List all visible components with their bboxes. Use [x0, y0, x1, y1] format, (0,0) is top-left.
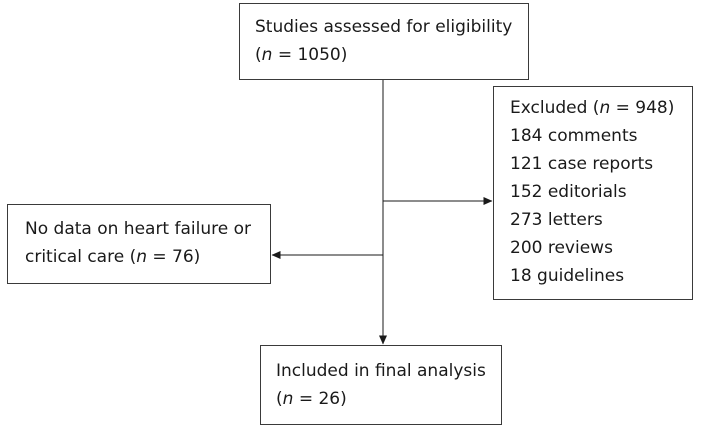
n-symbol: n: [261, 45, 273, 65]
no-data-line-1: No data on heart failure or: [25, 219, 251, 239]
included-title: Included in final analysis: [276, 361, 486, 381]
excluded-item: 184 comments: [510, 126, 638, 146]
assessed-box: Studies assessed for eligibility (n = 10…: [239, 3, 529, 80]
included-box: Included in final analysis (n = 26): [260, 345, 502, 425]
excluded-item: 200 reviews: [510, 238, 613, 258]
assessed-count: (n = 1050): [255, 45, 348, 65]
n-symbol: n: [599, 98, 611, 118]
n-symbol: n: [136, 247, 147, 267]
excluded-item: 152 editorials: [510, 182, 627, 202]
excluded-item: 18 guidelines: [510, 266, 625, 286]
excluded-item: 273 letters: [510, 210, 603, 230]
excluded-box: Excluded (n = 948) 184 comments 121 case…: [493, 86, 693, 300]
n-symbol: n: [282, 389, 294, 409]
no-data-box: No data on heart failure or critical car…: [7, 204, 271, 284]
included-count: (n = 26): [276, 389, 347, 409]
excluded-item: 121 case reports: [510, 154, 654, 174]
no-data-line-2: critical care (n = 76): [25, 247, 201, 267]
excluded-title: Excluded (n = 948): [510, 98, 675, 118]
assessed-title: Studies assessed for eligibility: [255, 17, 513, 37]
